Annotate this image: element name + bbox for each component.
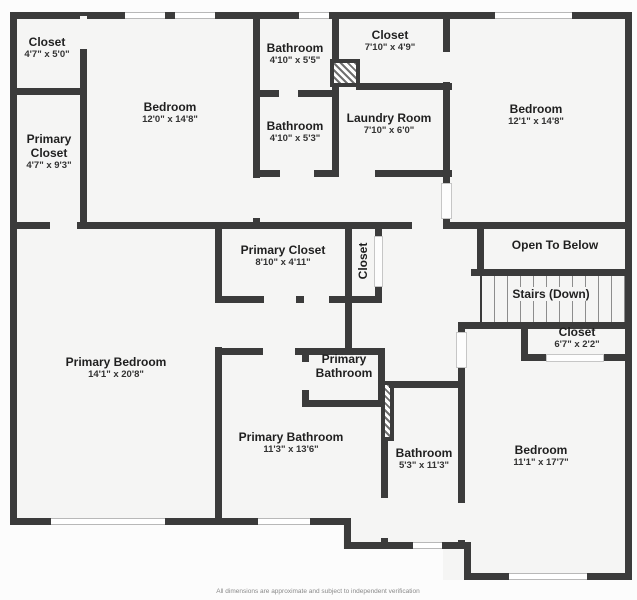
- window: [492, 12, 575, 19]
- room-label-bathroom-lower: Bathroom 4'10" x 5'3": [266, 119, 324, 145]
- room-label-laundry-room: Laundry Room 7'10" x 6'0": [346, 111, 432, 137]
- floor-area: [10, 229, 222, 524]
- wall: [332, 170, 452, 177]
- door-opening: [280, 170, 314, 177]
- room-label-bedroom-top-left: Bedroom 12'0" x 14'8": [142, 100, 198, 126]
- wall: [215, 229, 222, 303]
- disclaimer-text: All dimensions are approximate and subje…: [216, 588, 420, 595]
- door-opening: [264, 296, 296, 303]
- room-label-primary-closet-center: Primary Closet 8'10" x 4'11": [240, 243, 326, 269]
- wall: [253, 12, 260, 229]
- wall: [80, 12, 87, 229]
- wall: [625, 12, 632, 580]
- wall: [378, 348, 385, 407]
- window: [410, 542, 445, 549]
- wall: [458, 322, 632, 329]
- room-label-closet-top-left: Closet 4'7" x 5'0": [24, 35, 70, 61]
- wall: [332, 86, 339, 177]
- wall: [458, 322, 465, 549]
- door-opening: [374, 236, 383, 287]
- chimney-hatch: [381, 381, 394, 441]
- door-opening: [253, 178, 260, 218]
- wall: [477, 229, 484, 275]
- wall: [344, 518, 351, 549]
- room-label-bedroom-top-right: Bedroom 12'1" x 14'8": [508, 102, 564, 128]
- door-opening: [302, 362, 309, 390]
- wall: [10, 518, 351, 525]
- door-opening: [263, 348, 295, 355]
- door-opening: [412, 222, 443, 229]
- room-label-bathroom-bottom: Bathroom 5'3" x 11'3": [395, 446, 453, 472]
- wall: [215, 348, 385, 355]
- door-opening: [456, 332, 467, 368]
- door-opening: [458, 503, 465, 540]
- room-label-hall-closet: Closet: [355, 242, 370, 280]
- floor-area: [215, 229, 351, 525]
- door-opening: [80, 16, 87, 49]
- door-opening: [381, 498, 388, 538]
- wall: [464, 542, 471, 580]
- wall: [471, 269, 632, 276]
- window: [122, 12, 168, 19]
- wall: [389, 381, 465, 388]
- wall: [443, 12, 450, 229]
- wall: [345, 222, 352, 303]
- wall: [10, 12, 17, 525]
- wall: [10, 222, 632, 229]
- room-label-primary-bedroom: Primary Bedroom 14'1" x 20'8": [65, 355, 167, 381]
- wall: [344, 542, 471, 549]
- floor-area: [10, 12, 632, 229]
- wall: [302, 400, 385, 407]
- wall: [10, 88, 87, 95]
- wall: [345, 303, 352, 355]
- door-opening: [546, 354, 604, 362]
- door-opening: [304, 296, 329, 303]
- door-opening: [279, 90, 298, 97]
- wall: [332, 12, 339, 60]
- room-label-primary-closet-left: Primary Closet 4'7" x 9'3": [26, 132, 72, 172]
- room-label-primary-bathroom-wc: Primary Bathroom: [315, 352, 373, 381]
- chimney-hatch: [330, 59, 360, 87]
- room-label-primary-bathroom: Primary Bathroom 11'3" x 13'6": [238, 430, 344, 456]
- room-label-bathroom-upper: Bathroom 4'10" x 5'5": [266, 41, 324, 67]
- door-opening: [441, 183, 452, 219]
- area-label-open-to-below: Open To Below: [511, 238, 599, 252]
- room-label-closet-stairs: Closet 6'7" x 2'2": [554, 325, 600, 351]
- wall: [381, 439, 388, 549]
- wall: [356, 83, 452, 90]
- window: [48, 518, 168, 525]
- door-opening: [443, 52, 450, 82]
- window: [172, 12, 218, 19]
- window: [255, 518, 313, 525]
- door-opening: [50, 222, 77, 229]
- window: [296, 12, 332, 19]
- door-opening: [339, 170, 375, 177]
- room-label-closet-top-right: Closet 7'10" x 4'9": [364, 28, 416, 54]
- area-label-stairs-down: Stairs (Down): [508, 287, 594, 302]
- wall: [521, 322, 528, 361]
- wall: [215, 347, 222, 525]
- wall: [215, 296, 382, 303]
- room-label-bedroom-bottom-right: Bedroom 11'1" x 17'7": [513, 443, 569, 469]
- window: [506, 573, 590, 580]
